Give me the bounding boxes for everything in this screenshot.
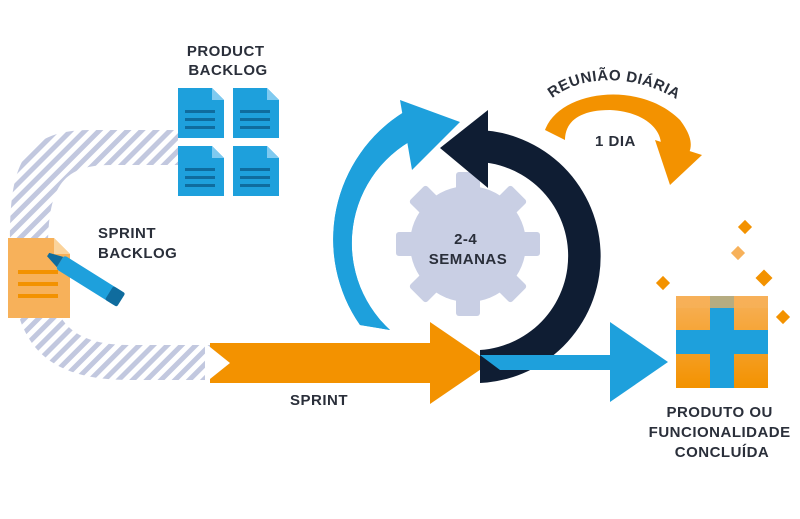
- sprint-arrow: [205, 322, 490, 404]
- gear-icon: [396, 172, 540, 316]
- document-icon: [178, 146, 224, 196]
- sprint-backlog-label: SPRINT BACKLOG: [98, 225, 177, 262]
- result-label: PRODUTO OU FUNCIONALIDADE CONCLUÍDA: [649, 404, 796, 461]
- sparkle-icons: [655, 219, 791, 325]
- sprint-label: SPRINT: [290, 392, 348, 409]
- product-backlog-label: PRODUCT BACKLOG: [187, 43, 269, 79]
- one-day-label: 1 DIA: [595, 133, 636, 150]
- daily-meeting-arrow: [545, 94, 702, 185]
- product-backlog-icon: [178, 88, 279, 196]
- marker-icon: [47, 252, 125, 307]
- sprint-backlog-icon: [8, 238, 125, 318]
- document-icon: [233, 146, 279, 196]
- output-arrow: [480, 322, 668, 402]
- hatched-flow-path: [10, 130, 215, 380]
- gift-box-icon: [676, 296, 768, 388]
- duration-label: 2-4 SEMANAS: [429, 231, 508, 268]
- blue-cycle-arrow: [333, 100, 460, 330]
- document-icon: [178, 88, 224, 138]
- dark-cycle-arrow: [440, 110, 601, 383]
- document-icon: [233, 88, 279, 138]
